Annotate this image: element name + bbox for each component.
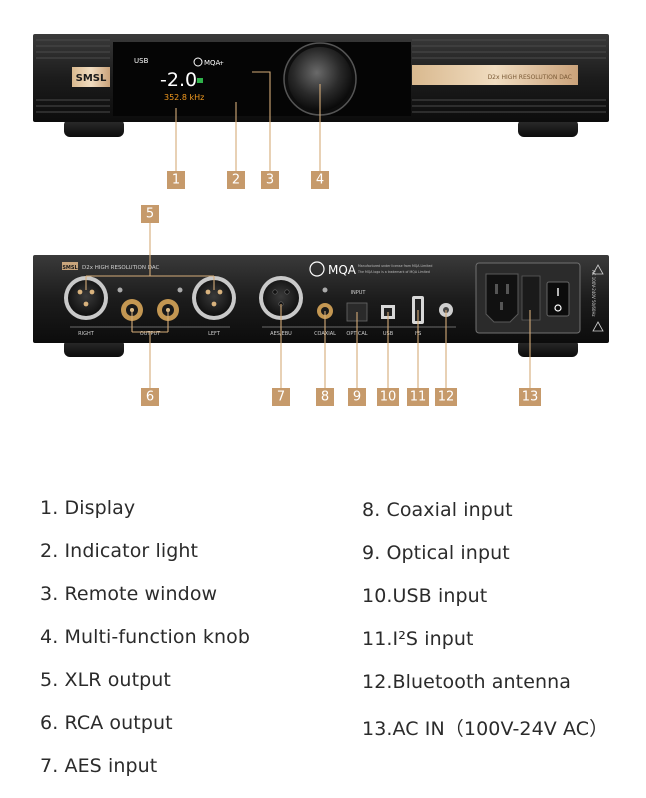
aes-pin — [284, 289, 290, 295]
xlr-left-face — [196, 280, 232, 316]
screw-icon — [117, 287, 123, 293]
xlr-right-face — [68, 280, 104, 316]
callout-badge-7: 7 — [272, 388, 290, 406]
xlr-right-pin — [77, 289, 83, 295]
front-grooves-left — [36, 39, 110, 113]
front-logo-plate — [72, 67, 110, 87]
svg-text:9: 9 — [353, 390, 361, 405]
callout-badge-11: 11 — [407, 388, 429, 406]
rear-mqa-label: MQA — [328, 263, 357, 277]
xlr-left-pin — [217, 289, 223, 295]
screen-bluetooth-indicator — [197, 78, 203, 83]
power-switch — [546, 281, 570, 317]
warning-icon — [592, 264, 604, 275]
callout-badge-1: 1 — [167, 171, 185, 189]
screen-source: USB — [134, 57, 149, 65]
front-model-plate-text: D2x HIGH RESOLUTION DAC — [488, 74, 572, 81]
rear-logo-plate — [62, 262, 78, 270]
callout-badge-10: 10 — [377, 388, 399, 406]
rear-model-label: D2x HIGH RESOLUTION DAC — [82, 265, 160, 271]
screen-mqa-label: MQA — [204, 59, 221, 67]
label-input: INPUT — [351, 290, 367, 296]
aes-face — [263, 280, 299, 316]
svg-text:3: 3 — [266, 173, 274, 188]
legend-item-6: 6. RCA output — [40, 712, 173, 734]
legend-item-4: 4. Multi-function knob — [40, 626, 251, 648]
legend-item-5: 5. XLR output — [40, 669, 171, 691]
svg-text:12: 12 — [438, 390, 455, 405]
legend-item-7: 7. AES input — [40, 755, 158, 777]
screen-mqa-suffix: + — [219, 60, 224, 67]
iec-pin — [506, 284, 509, 294]
front-knob — [288, 47, 352, 111]
rear-chassis — [33, 255, 609, 343]
callout-badge-2: 2 — [227, 171, 245, 189]
power-switch-off-mark — [554, 304, 562, 312]
svg-text:5: 5 — [146, 207, 154, 222]
front-foot-left — [64, 119, 124, 137]
legend-item-8: 8. Coaxial input — [362, 499, 513, 521]
rear-logo: SMSL — [62, 265, 78, 271]
svg-text:2: 2 — [232, 173, 240, 188]
screen-rate: 352.8 kHz — [164, 93, 204, 102]
svg-text:4: 4 — [316, 173, 324, 188]
legend-item-12: 12.Bluetooth antenna — [362, 671, 572, 693]
front-logo: SMSL — [76, 73, 107, 84]
screen-mqa-icon — [193, 57, 203, 67]
rear-callout-lines — [85, 223, 531, 389]
svg-text:8: 8 — [321, 390, 329, 405]
label-right: RIGHT — [78, 331, 95, 337]
iec-socket — [485, 273, 519, 323]
callout-badge-13: 13 — [519, 388, 541, 406]
iec-pin — [495, 284, 498, 294]
rear-mqa-icon — [309, 261, 325, 277]
xlr-right-pin — [89, 289, 95, 295]
rear-mqa-note-2: The MQA logo is a trademark of MQA Limit… — [357, 270, 430, 274]
screw-icon — [322, 287, 328, 293]
rear-foot-right — [518, 339, 578, 357]
front-grooves-right — [412, 39, 606, 113]
callout-badge-4: 4 — [311, 171, 329, 189]
callout-badge-12: 12 — [435, 388, 457, 406]
front-display-bezel — [113, 42, 411, 116]
front-foot-right — [518, 119, 578, 137]
legend-item-1: 1. Display — [40, 497, 136, 519]
callout-badge-3: 3 — [261, 171, 279, 189]
warning-icon — [592, 321, 604, 332]
legend-item-11: 11.I²S input — [362, 628, 474, 650]
iec-pin — [500, 302, 503, 310]
front-model-plate — [412, 65, 578, 85]
screw-icon — [177, 287, 183, 293]
screen-volume: -2.0 — [160, 69, 197, 91]
svg-text:10: 10 — [380, 390, 397, 405]
fuse-holder — [521, 275, 541, 321]
svg-text:11: 11 — [410, 390, 427, 405]
front-panel: SMSL USB MQA + -2.0 352.8 kHz D2x HIGH R… — [33, 34, 609, 137]
legend-item-10: 10.USB input — [362, 585, 488, 607]
legend-item-9: 9. Optical input — [362, 542, 510, 564]
ac-rating-label: AC 100V-240V 50/60Hz — [591, 270, 596, 317]
rear-foot-left — [64, 339, 124, 357]
legend-item-2: 2. Indicator light — [40, 540, 199, 562]
xlr-left-pin — [205, 289, 211, 295]
svg-text:6: 6 — [146, 390, 154, 405]
legend-item-13: 13.AC IN（100V-24V AC） — [362, 718, 609, 740]
callout-badge-9: 9 — [348, 388, 366, 406]
rear-mqa-note-1: Manufactured under license from MQA Limi… — [358, 264, 432, 268]
svg-text:1: 1 — [172, 173, 180, 188]
xlr-right-pin — [83, 301, 89, 307]
label-left: LEFT — [208, 331, 221, 337]
legend-item-3: 3. Remote window — [40, 583, 218, 605]
callout-badge-6: 6 — [141, 388, 159, 406]
callout-badge-8: 8 — [316, 388, 334, 406]
svg-text:7: 7 — [277, 390, 285, 405]
aes-pin — [272, 289, 278, 295]
svg-text:13: 13 — [522, 390, 539, 405]
front-callout-lines — [175, 71, 321, 172]
callout-badge-5: 5 — [141, 205, 159, 223]
rear-panel: SMSL D2x HIGH RESOLUTION DAC RIGHT OUTPU… — [33, 255, 609, 357]
xlr-left-pin — [211, 301, 217, 307]
